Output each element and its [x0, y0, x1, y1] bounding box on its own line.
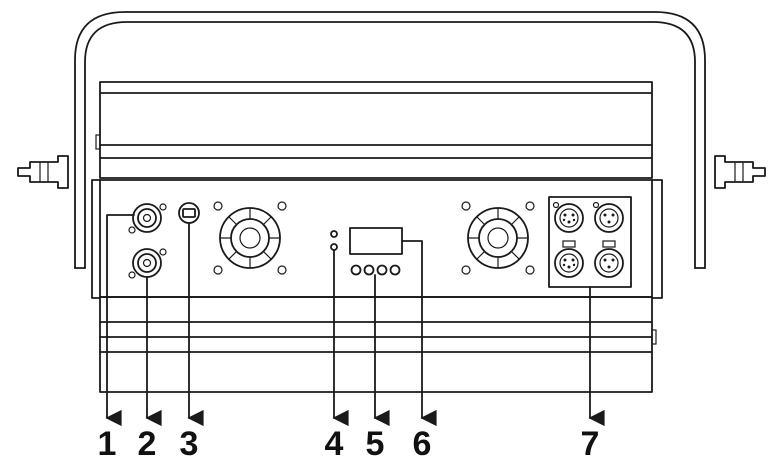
housing-upper [95, 81, 653, 179]
left-fan-grille [213, 201, 287, 275]
dmx-connector-panel [548, 196, 632, 288]
right-tilt-knob [714, 155, 766, 189]
callout-7: 7 [580, 425, 600, 463]
fuse-holder [178, 202, 200, 224]
right-side-wing [651, 179, 663, 299]
callout-5: 5 [365, 425, 385, 463]
right-fan-grille [461, 201, 535, 275]
lcd-display [349, 227, 403, 255]
leader-line-6 [401, 240, 437, 427]
leader-lines [105, 214, 605, 427]
callout-2: 2 [137, 425, 157, 463]
callout-1: 1 [97, 425, 117, 463]
callout-3: 3 [179, 425, 199, 463]
power-in-connector [128, 203, 167, 234]
indicator-leds [330, 230, 338, 251]
callout-4: 4 [324, 425, 344, 463]
yoke-bracket [74, 11, 706, 269]
leader-line-1 [105, 214, 135, 427]
left-tilt-knob [17, 155, 69, 189]
callout-6: 6 [412, 425, 432, 463]
power-out-connector [128, 248, 167, 279]
left-side-wing [91, 179, 101, 299]
housing-lower [99, 296, 657, 393]
control-buttons [350, 264, 401, 276]
